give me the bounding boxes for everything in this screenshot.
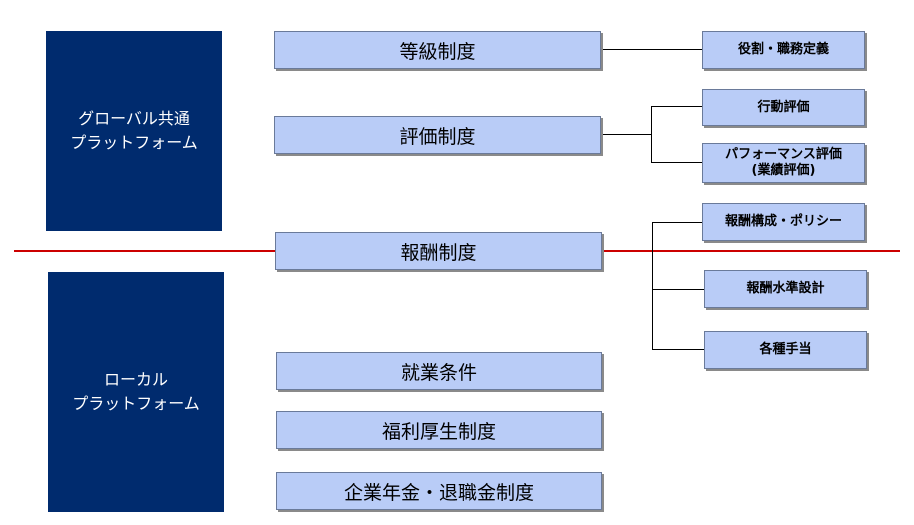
connector-compensation-allowances <box>652 349 704 350</box>
connector-compensation-policy <box>652 222 702 223</box>
connector-grade-role <box>601 49 702 50</box>
evaluation-system-label: 評価制度 <box>399 125 476 148</box>
behavior-evaluation-label: 行動評価 <box>757 99 810 115</box>
compensation-policy-label: 報酬構成・ポリシー <box>724 214 842 229</box>
connector-evaluation-stem <box>601 134 652 135</box>
global-platform-label: グローバル共通 プラットフォーム <box>70 109 198 152</box>
behavior-evaluation-box: 行動評価 <box>702 89 865 126</box>
connector-compensation-branch <box>652 222 653 350</box>
grade-system-label: 等級制度 <box>399 40 476 63</box>
welfare-system-label: 福利厚生制度 <box>381 420 496 443</box>
connector-compensation-level <box>652 289 704 290</box>
employment-conditions-label: 就業条件 <box>400 361 477 384</box>
welfare-system-box: 福利厚生制度 <box>276 411 602 449</box>
connector-evaluation-behavior <box>651 106 702 107</box>
local-platform-label: ローカル プラットフォーム <box>72 370 200 413</box>
grade-system-box: 等級制度 <box>274 31 601 69</box>
global-platform-block: グローバル共通 プラットフォーム <box>46 31 222 231</box>
compensation-system-label: 報酬制度 <box>400 241 477 264</box>
employment-conditions-box: 就業条件 <box>276 352 602 390</box>
role-definition-box: 役割・職務定義 <box>702 31 865 69</box>
role-definition-label: 役割・職務定義 <box>737 42 829 57</box>
pension-system-label: 企業年金・退職金制度 <box>343 481 534 504</box>
compensation-system-box: 報酬制度 <box>275 232 602 270</box>
evaluation-system-box: 評価制度 <box>274 116 601 154</box>
performance-evaluation-box: パフォーマンス評価 (業績評価) <box>702 143 865 183</box>
compensation-policy-box: 報酬構成・ポリシー <box>702 203 865 241</box>
pension-system-box: 企業年金・退職金制度 <box>276 472 602 510</box>
allowances-box: 各種手当 <box>704 331 867 369</box>
compensation-level-label: 報酬水準設計 <box>746 281 825 296</box>
allowances-label: 各種手当 <box>759 342 812 357</box>
local-platform-block: ローカル プラットフォーム <box>48 272 224 512</box>
connector-evaluation-performance <box>651 162 702 163</box>
compensation-level-box: 報酬水準設計 <box>704 270 867 308</box>
connector-evaluation-branch <box>651 106 652 163</box>
performance-evaluation-label: パフォーマンス評価 (業績評価) <box>725 147 842 178</box>
